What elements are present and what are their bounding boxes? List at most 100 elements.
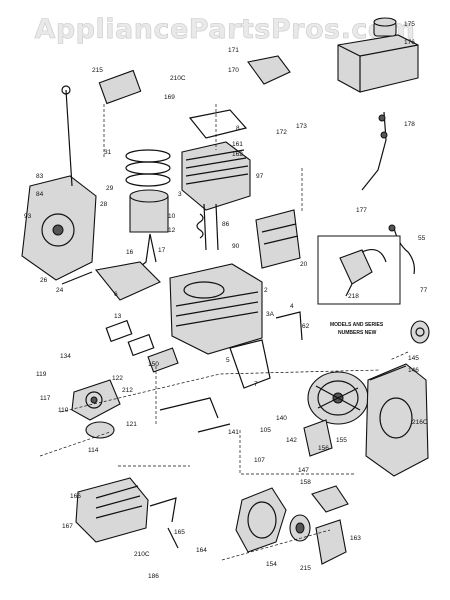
callout-165: 165	[174, 529, 185, 536]
callout-55: 55	[418, 235, 426, 242]
callout-2: 2	[264, 287, 268, 294]
callout-145: 145	[408, 355, 419, 362]
flywheel[interactable]	[307, 371, 369, 425]
callout-3: 3	[178, 191, 182, 198]
inset-detail-218	[317, 235, 401, 305]
starter-pawl-plate[interactable]	[311, 485, 349, 513]
shroud-bracket[interactable]	[255, 209, 301, 269]
callout-147: 147	[298, 467, 309, 474]
throttle-linkage[interactable]	[159, 397, 231, 433]
muffler-bracket[interactable]	[149, 497, 179, 549]
callout-62: 62	[302, 323, 310, 330]
callout-3a: 3A	[266, 311, 275, 318]
callout-210cb: 210C	[134, 551, 150, 558]
engine-block[interactable]	[169, 263, 263, 355]
callout-12: 12	[168, 227, 176, 234]
cylinder-head[interactable]	[181, 141, 251, 211]
callout-215b: 215	[300, 565, 311, 572]
models-note-line2: NUMBERS NEW	[338, 330, 377, 336]
carburetor[interactable]	[71, 379, 121, 421]
callout-155: 155	[336, 437, 347, 444]
ignition-armature[interactable]	[303, 419, 333, 457]
callout-134: 134	[60, 353, 71, 360]
callout-7: 7	[254, 381, 258, 388]
callout-158: 158	[300, 479, 311, 486]
recoil-starter[interactable]	[235, 487, 287, 553]
models-note-line1: MODELS AND SERIES	[330, 322, 384, 328]
crankshaft[interactable]	[61, 261, 161, 301]
callout-178: 178	[404, 121, 415, 128]
callout-169: 169	[164, 94, 175, 101]
callout-28: 28	[100, 201, 108, 208]
callout-215: 215	[92, 67, 103, 74]
callout-171: 171	[228, 47, 239, 54]
callout-31: 31	[104, 149, 112, 156]
callout-167: 167	[62, 523, 73, 530]
valves[interactable]	[196, 203, 219, 251]
callout-26: 26	[40, 277, 48, 284]
callout-86: 86	[222, 221, 230, 228]
callout-29: 29	[106, 185, 114, 192]
callout-173: 173	[296, 123, 307, 130]
callout-24: 24	[56, 287, 64, 294]
piston[interactable]	[129, 189, 169, 233]
callout-20: 20	[300, 261, 308, 268]
callout-16: 16	[126, 249, 134, 256]
crankcase-cover[interactable]	[21, 175, 97, 281]
callout-140: 140	[276, 415, 287, 422]
callout-13: 13	[114, 313, 122, 320]
callout-90: 90	[232, 243, 240, 250]
callout-164: 164	[196, 547, 207, 554]
callout-119: 119	[36, 371, 47, 378]
callout-177: 177	[356, 207, 367, 214]
callout-166: 166	[70, 493, 81, 500]
muffler[interactable]	[75, 477, 149, 543]
callout-114: 114	[88, 447, 99, 454]
callout-175: 175	[404, 21, 415, 28]
callout-121: 121	[126, 421, 137, 428]
callout-210c: 210C	[170, 75, 186, 82]
governor-bracket[interactable]	[229, 311, 303, 389]
fuel-line[interactable]	[361, 111, 388, 191]
callout-105: 105	[260, 427, 271, 434]
callout-172: 172	[276, 129, 287, 136]
piston-rings[interactable]	[125, 149, 171, 187]
callout-93: 93	[24, 213, 32, 220]
callout-170: 170	[228, 67, 239, 74]
head-gasket[interactable]	[188, 109, 248, 139]
alignment-guides	[39, 104, 409, 561]
callout-176: 176	[404, 39, 415, 46]
fuel-tank[interactable]	[337, 17, 419, 93]
starter-pulley[interactable]	[289, 514, 311, 542]
callout-107: 107	[254, 457, 265, 464]
gasket-215[interactable]	[98, 69, 142, 105]
push-rod[interactable]	[61, 85, 73, 187]
callout-163: 163	[350, 535, 361, 542]
fuel-tank-bracket[interactable]	[247, 55, 291, 85]
callout-186: 186	[148, 573, 159, 580]
callout-212: 212	[122, 387, 133, 394]
starter-cup[interactable]	[410, 320, 430, 344]
callout-5: 5	[226, 357, 230, 364]
callout-216c: 216C	[412, 419, 428, 426]
callout-17: 17	[158, 247, 166, 254]
callout-labels: 175 176 171 170 215 210C 169 172 173 178…	[24, 21, 428, 580]
callout-110: 110	[58, 407, 69, 414]
callout-8: 8	[236, 125, 240, 132]
callout-161: 161	[232, 141, 243, 148]
blower-housing[interactable]	[365, 363, 429, 477]
callout-142: 142	[286, 437, 297, 444]
callout-218: 218	[348, 293, 359, 300]
callout-6: 6	[114, 291, 118, 298]
breather-gaskets[interactable]	[105, 319, 179, 373]
callout-10: 10	[168, 213, 176, 220]
callout-4: 4	[290, 303, 294, 310]
callout-162: 162	[232, 151, 243, 158]
callout-122: 122	[112, 375, 123, 382]
callout-84: 84	[36, 191, 44, 198]
carburetor-float-bowl[interactable]	[85, 421, 115, 439]
starter-cover[interactable]	[315, 519, 347, 565]
callout-83: 83	[36, 173, 44, 180]
callout-154: 154	[266, 561, 277, 568]
